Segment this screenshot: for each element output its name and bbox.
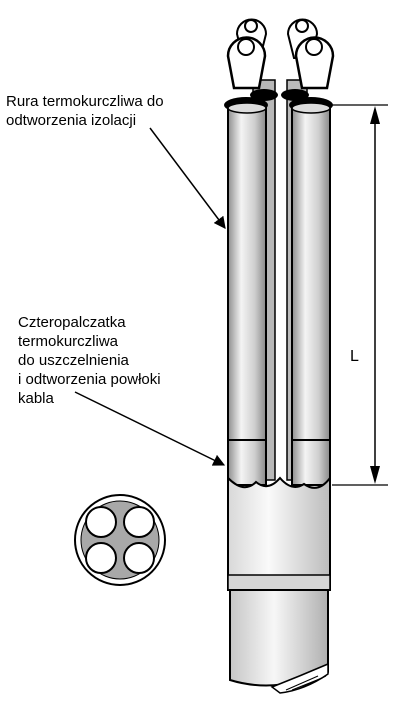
glove-label: Czteropalczatka termokurczliwa do uszcze…: [18, 313, 161, 408]
dimension-label: L: [350, 348, 359, 365]
glove-label-line: do uszczelnienia: [18, 352, 129, 369]
four-finger-glove: [227, 475, 331, 591]
cable-lug-icon: [294, 36, 335, 90]
glove-label-line: termokurczliwa: [18, 333, 119, 350]
dimension-arrow-icon: [332, 104, 388, 486]
tube-label-line: Rura termokurczliwa do: [6, 93, 164, 110]
glove-label-line: kabla: [18, 390, 54, 407]
cross-section-icon: [74, 494, 166, 586]
leader-arrow-icon: [149, 127, 226, 229]
cable-lug-icon: [226, 36, 267, 90]
cable-jacket: [229, 589, 329, 694]
tube-label-line: odtworzenia izolacji: [6, 112, 137, 129]
glove-label-line: i odtworzenia powłoki: [18, 371, 161, 388]
leader-arrow-icon: [74, 391, 226, 466]
heat-shrink-tube-left: [227, 102, 267, 486]
heat-shrink-tube-right: [291, 102, 331, 486]
tube-label: Rura termokurczliwa do odtworzenia izola…: [6, 92, 164, 130]
glove-label-line: Czteropalczatka: [18, 314, 126, 331]
